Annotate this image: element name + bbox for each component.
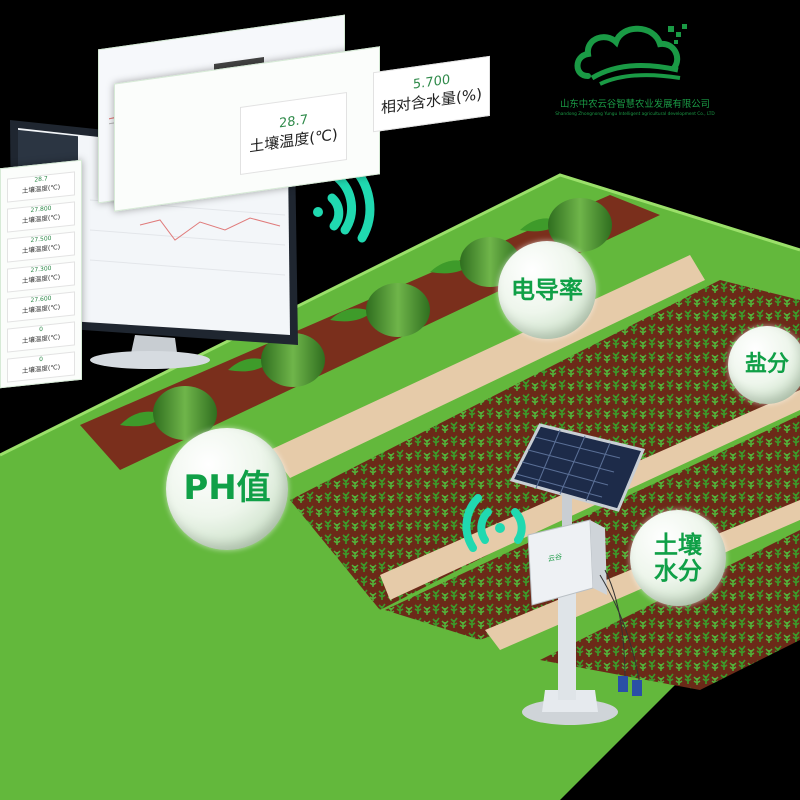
list-item: 0 土壤温度(℃)	[7, 351, 75, 383]
soil-moisture-label-line1: 土壤	[654, 530, 702, 559]
company-name-cn: 山东中农云谷智慧农业发展有限公司	[559, 99, 710, 110]
conductivity-bubble: 电导率	[498, 241, 596, 339]
soil-temperature-reading: 28.7 土壤温度(℃)	[240, 91, 347, 175]
dirt-path-back	[270, 255, 705, 478]
crop-field-front	[540, 530, 800, 690]
soil-moisture-label-line2: 水分	[654, 557, 702, 585]
dashboard-list-panel: 28.7 土壤温度(℃) 27.800 土壤温度(℃) 27.500 土壤温度(…	[0, 159, 82, 389]
company-logo: 山东中农云谷智慧农业发展有限公司 Shandong Zhongnong Yung…	[530, 18, 740, 117]
salinity-label: 盐分	[744, 351, 789, 377]
ph-bubble: PH值	[166, 428, 288, 550]
list-item: 0 土壤温度(℃)	[7, 321, 75, 353]
list-item: 27.600 土壤温度(℃)	[7, 291, 75, 323]
melon	[153, 386, 217, 440]
list-item: 27.500 土壤温度(℃)	[7, 231, 75, 263]
list-item: 28.7 土壤温度(℃)	[7, 171, 75, 203]
salinity-bubble: 盐分	[728, 326, 800, 404]
cloud-logo-icon	[574, 24, 687, 86]
ph-label: PH值	[183, 468, 271, 509]
melon	[366, 283, 430, 337]
company-name-en: Shandong Zhongnong Yungu Intelligent agr…	[555, 112, 715, 117]
list-item: 27.800 土壤温度(℃)	[7, 201, 75, 233]
melon	[261, 333, 325, 387]
wifi-icon	[462, 494, 526, 552]
soil-moisture-bubble: 土壤 水分	[630, 510, 726, 606]
sensor-station	[509, 423, 646, 725]
conductivity-label: 电导率	[511, 275, 583, 304]
list-item: 27.300 土壤温度(℃)	[7, 261, 75, 293]
melon	[548, 198, 612, 252]
melons	[120, 198, 612, 440]
